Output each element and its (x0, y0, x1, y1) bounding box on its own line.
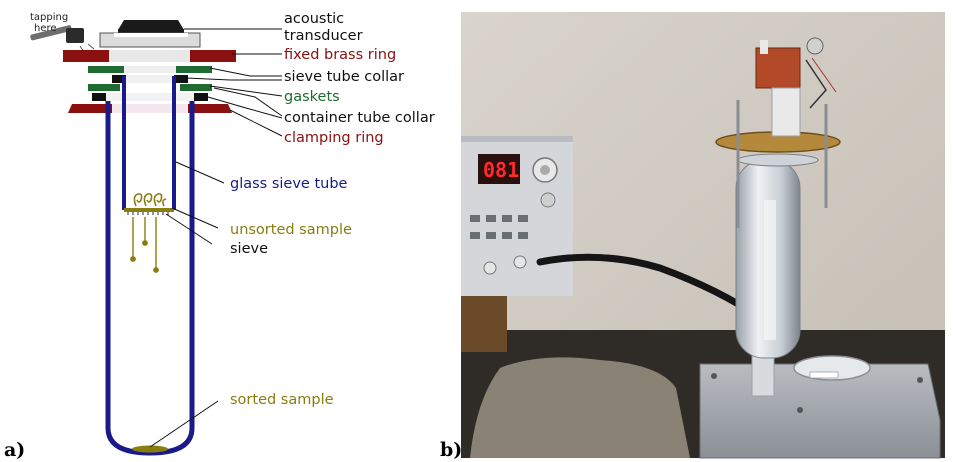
label-unsorted-sample: unsorted sample (230, 222, 352, 238)
photo-instrument: 081 (461, 136, 573, 296)
tapping-label-line1: tapping (30, 12, 68, 23)
container-tube-collar-right (194, 93, 208, 101)
falling-particles (130, 217, 159, 273)
label-sieve-tube-collar: sieve tube collar (284, 69, 404, 85)
hammer-icon (30, 25, 95, 53)
photo-transducer (755, 37, 837, 137)
gasket-upper-left (88, 66, 124, 73)
label-sieve: sieve (230, 241, 268, 257)
label-clamping-ring: clamping ring (284, 130, 384, 146)
sorted-sample (132, 445, 168, 453)
label-sorted-sample: sorted sample (230, 392, 334, 408)
glass-container-tube (105, 101, 195, 456)
unsorted-sample (133, 193, 167, 207)
leader-lines (149, 28, 283, 448)
container-tube-collar-left (92, 93, 106, 101)
glass-sieve-tube (122, 76, 176, 210)
label-fixed-brass-ring: fixed brass ring (284, 47, 396, 63)
label-acoustic-transducer-line2: transducer (284, 28, 363, 44)
gasket-upper-right (176, 66, 212, 73)
gasket-lower-left (88, 84, 120, 91)
label-acoustic-transducer-line1: acoustic (284, 11, 344, 27)
diagram-panel: tapping here (4, 11, 435, 461)
clamping-ring-right (188, 104, 232, 113)
acoustic-transducer (99, 20, 201, 48)
sieve-tube-collar-left (112, 75, 126, 83)
panel-label-a: a) (4, 439, 25, 461)
label-gaskets: gaskets (284, 89, 340, 105)
label-glass-sieve-tube: glass sieve tube (230, 176, 348, 192)
label-container-tube-collar: container tube collar (284, 110, 435, 126)
sieve (124, 208, 174, 212)
photo-display-readout: 081 (483, 158, 519, 182)
gasket-lower-right (180, 84, 212, 91)
photo-wood-block (461, 296, 507, 352)
photo-cable (536, 253, 764, 322)
sieve-tube-collar-right (174, 75, 188, 83)
photo-panel: 081 (440, 12, 945, 461)
photo-cloth (470, 357, 690, 458)
fixed-brass-ring (63, 50, 236, 62)
tapping-label-line2: here (34, 23, 57, 34)
panel-label-b: b) (440, 439, 462, 461)
clamping-ring-left (68, 104, 112, 113)
